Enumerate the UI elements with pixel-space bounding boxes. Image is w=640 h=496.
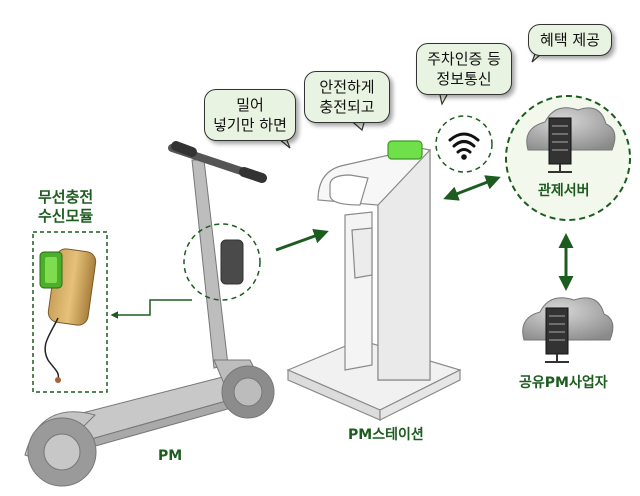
module-highlight-circle bbox=[183, 223, 261, 301]
wifi-circle bbox=[435, 115, 493, 173]
arrow-station-server bbox=[443, 175, 501, 201]
scooter-illustration bbox=[24, 141, 275, 487]
arrow-scooter-to-station bbox=[275, 229, 329, 252]
bubble-benefits: 혜택 제공 bbox=[528, 24, 612, 56]
control-server-label: 관제서버 bbox=[538, 183, 590, 199]
cloud-server-icon bbox=[522, 297, 614, 363]
receiver-module-illustration bbox=[39, 248, 97, 383]
wifi-icon bbox=[448, 132, 480, 154]
arrow-to-module bbox=[110, 299, 192, 319]
cloud-server-icon bbox=[526, 107, 616, 173]
pm-station-illustration bbox=[286, 140, 462, 421]
operator-label: 공유PM사업자 bbox=[519, 375, 608, 391]
receiver-module-box bbox=[32, 231, 108, 393]
station-label: PM스테이션 bbox=[348, 427, 424, 443]
pm-label: PM bbox=[158, 448, 183, 464]
